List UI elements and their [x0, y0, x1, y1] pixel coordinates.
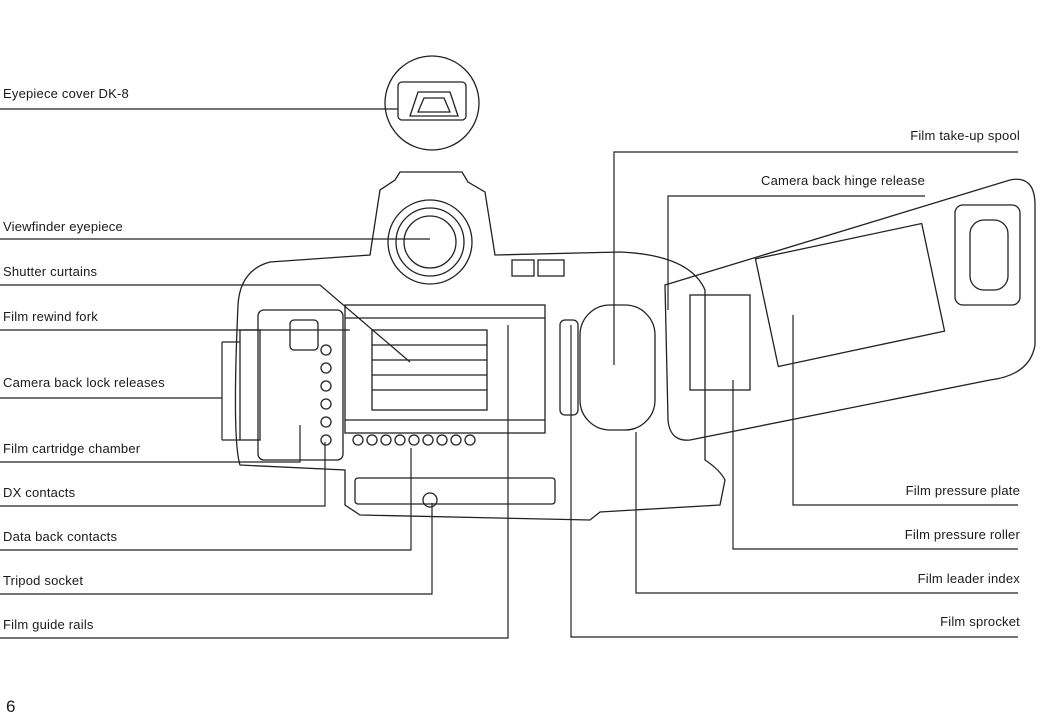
film-take-up-spool-illustration — [579, 304, 656, 431]
label-camera-back-lock-releases: Camera back lock releases — [3, 375, 165, 390]
label-film-take-up-spool: Film take-up spool — [910, 128, 1020, 143]
label-film-cartridge-chamber: Film cartridge chamber — [3, 441, 141, 456]
label-shutter-curtains: Shutter curtains — [3, 264, 98, 279]
label-eyepiece-cover: Eyepiece cover DK-8 — [3, 86, 129, 101]
dx-contacts-illustration — [320, 344, 332, 446]
eyepiece-cover-illustration — [384, 55, 480, 151]
label-film-rewind-fork: Film rewind fork — [3, 309, 98, 324]
tripod-socket-illustration — [422, 492, 438, 508]
label-dx-contacts: DX contacts — [3, 485, 76, 500]
label-film-sprocket: Film sprocket — [940, 614, 1020, 629]
viewfinder-eyepiece-illustration — [387, 199, 473, 285]
camera-body-illustration — [234, 171, 726, 521]
label-film-guide-rails: Film guide rails — [3, 617, 94, 632]
label-film-pressure-roller: Film pressure roller — [904, 527, 1020, 542]
camera-back-door-illustration — [664, 178, 1036, 441]
label-data-back-contacts: Data back contacts — [3, 529, 118, 544]
label-tripod-socket: Tripod socket — [3, 573, 84, 588]
label-viewfinder-eyepiece: Viewfinder eyepiece — [3, 219, 123, 234]
data-back-contacts-illustration — [352, 434, 476, 446]
page-number: 6 — [6, 697, 16, 716]
film-pressure-plate-illustration — [754, 222, 946, 368]
shutter-curtains-illustration — [344, 304, 546, 434]
label-film-pressure-plate: Film pressure plate — [905, 483, 1020, 498]
label-film-leader-index: Film leader index — [917, 571, 1020, 586]
label-camera-back-hinge-release: Camera back hinge release — [761, 173, 925, 188]
